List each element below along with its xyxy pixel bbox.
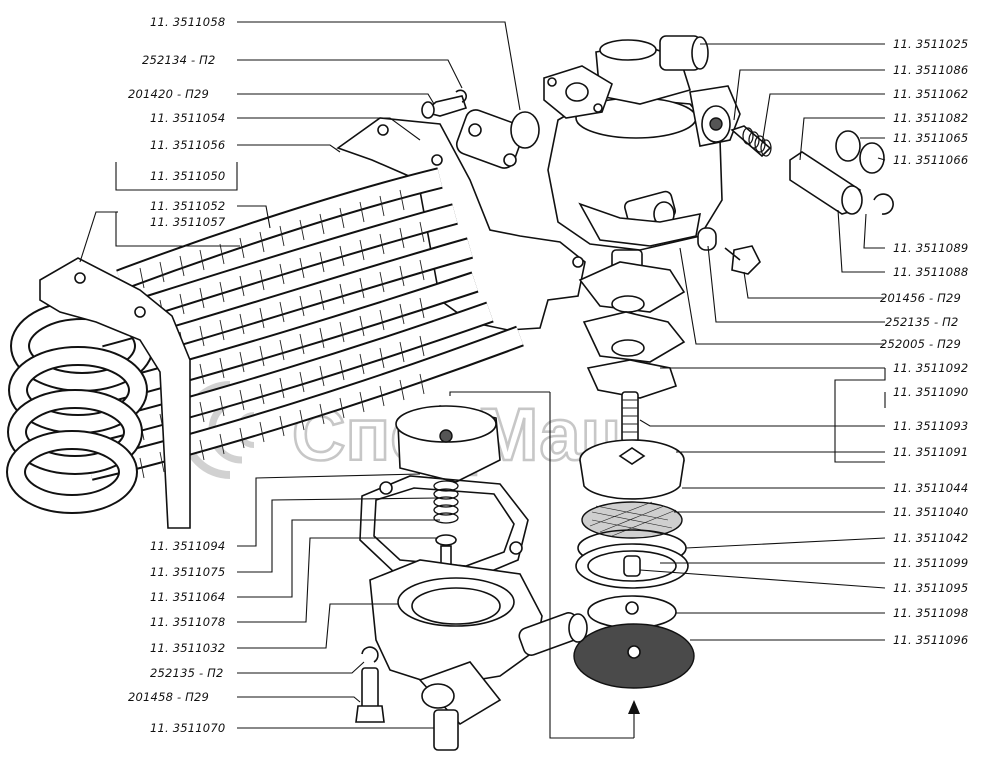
part-label: 11. 3511054: [150, 111, 225, 125]
part-label: 11. 3511064: [150, 590, 225, 604]
part-label: 11. 3511032: [150, 641, 225, 655]
part-label: 11. 3511086: [893, 63, 968, 77]
pump-base: [355, 405, 588, 751]
labels-left: 11. 3511058 252134 - П2 201420 - П29 11.…: [128, 15, 226, 735]
part-label: 11. 3511066: [893, 153, 968, 167]
part-label: 11. 3511040: [893, 505, 968, 519]
part-label: 11. 3511050: [150, 169, 225, 183]
part-label: 201456 - П29: [880, 291, 961, 305]
part-label: 11. 3511088: [893, 265, 968, 279]
valve-parts: [697, 125, 894, 275]
filter-housing: [543, 35, 741, 251]
part-label: 11. 3511065: [893, 131, 968, 145]
part-label: 11. 3511058: [150, 15, 225, 29]
part-label: 252134 - П2: [142, 53, 216, 67]
part-label: 11. 3511099: [893, 556, 968, 570]
center-stack: [573, 249, 695, 738]
part-label: 252005 - П29: [880, 337, 961, 351]
part-label: 201458 - П29: [128, 690, 209, 704]
part-label: 11. 3511095: [893, 581, 968, 595]
part-label: 11. 3511052: [150, 199, 225, 213]
part-label: 252135 - П2: [150, 666, 224, 680]
part-label: 11. 3511093: [893, 419, 968, 433]
part-label: 11. 3511078: [150, 615, 225, 629]
part-label: 11. 3511098: [893, 606, 968, 620]
labels-right: 11. 3511025 11. 3511086 11. 3511062 11. …: [880, 37, 968, 647]
coiled-pipe: [6, 109, 586, 529]
part-label: 11. 3511044: [893, 481, 968, 495]
part-label: 11. 3511094: [150, 539, 225, 553]
part-label: 11. 3511089: [893, 241, 968, 255]
part-label: 11. 3511042: [893, 531, 968, 545]
part-label: 11. 3511057: [150, 215, 226, 229]
part-label: 11. 3511062: [893, 87, 968, 101]
part-label: 11. 3511096: [893, 633, 968, 647]
part-label: 201420 - П29: [128, 87, 209, 101]
part-label: 11. 3511075: [150, 565, 225, 579]
part-label: 11. 3511082: [893, 111, 968, 125]
leader-lines: [79, 21, 886, 729]
part-label: 11. 3511090: [893, 385, 968, 399]
part-label: 11. 3511092: [893, 361, 968, 375]
flow-arrow-path: [449, 391, 634, 739]
part-label: 11. 3511070: [150, 721, 225, 735]
part-label: 252135 - П2: [885, 315, 959, 329]
part-label: 11. 3511025: [893, 37, 968, 51]
part-label: 11. 3511056: [150, 138, 225, 152]
part-label: 11. 3511091: [893, 445, 968, 459]
